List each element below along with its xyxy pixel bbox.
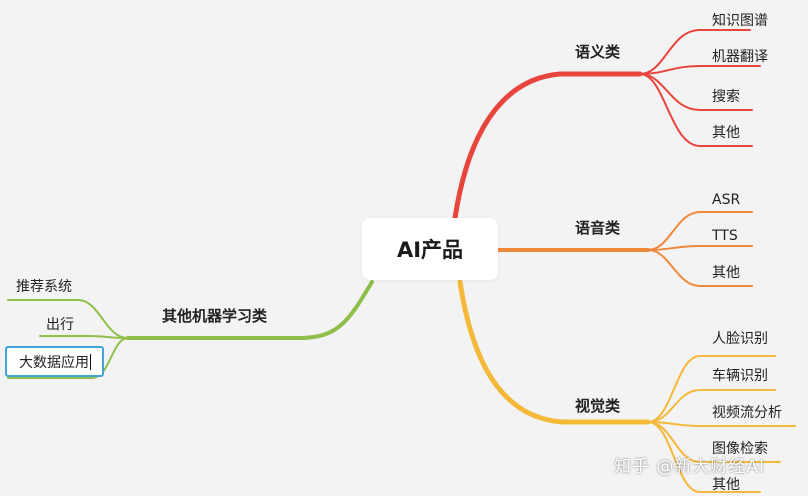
leaf-big-data-application-text: 大数据应用 (19, 354, 89, 371)
leaf-speech-other[interactable]: 其他 (712, 265, 740, 281)
branch-ml-main (126, 280, 374, 340)
leaf-video-stream-analysis[interactable]: 视频流分析 (712, 405, 782, 421)
branch-ml-label[interactable]: 其他机器学习类 (162, 307, 268, 325)
leaf-face-recognition[interactable]: 人脸识别 (712, 331, 768, 347)
leaf-asr[interactable]: ASR (712, 192, 741, 208)
branch-vision-connector-2 (647, 389, 776, 423)
branch-ml-connector-1 (7, 299, 129, 339)
branch-ml-connector-3 (7, 337, 129, 379)
leaf-big-data-application[interactable]: 大数据应用 (5, 346, 104, 377)
leaf-knowledge-graph[interactable]: 知识图谱 (712, 13, 768, 29)
branch-ml-connector-2 (39, 335, 129, 339)
leaf-search[interactable]: 搜索 (712, 89, 740, 105)
branch-speech-connector-3 (647, 249, 753, 287)
branch-semantic-connector-4 (639, 73, 753, 147)
branch-semantic-connector-2 (639, 65, 761, 75)
text-caret (90, 353, 91, 370)
center-node[interactable]: AI产品 (362, 218, 498, 280)
branch-speech-connector-1 (647, 211, 753, 251)
branch-semantic-connector-1 (639, 29, 751, 75)
branch-vision-connector-5 (647, 421, 761, 493)
leaf-image-retrieval[interactable]: 图像检索 (712, 441, 768, 457)
branch-vision-label[interactable]: 视觉类 (575, 397, 621, 415)
branch-vision-main (457, 279, 651, 425)
branch-semantic-connector-3 (639, 73, 753, 111)
leaf-vision-other[interactable]: 其他 (712, 477, 740, 493)
leaf-recommendation-system[interactable]: 推荐系统 (16, 279, 72, 295)
leaf-travel[interactable]: 出行 (46, 317, 74, 333)
leaf-machine-translation[interactable]: 机器翻译 (712, 49, 768, 65)
leaf-semantic-other[interactable]: 其他 (712, 125, 740, 141)
branch-semantic-label[interactable]: 语义类 (575, 43, 621, 61)
leaf-vehicle-recognition[interactable]: 车辆识别 (712, 368, 768, 384)
branch-vision-connector-3 (647, 421, 796, 427)
branch-semantic-main (452, 71, 643, 221)
center-node-label: AI产品 (396, 238, 464, 262)
branch-speech-connector-2 (647, 245, 753, 251)
watermark: 知乎 @新大财经AI (614, 457, 766, 477)
branch-vision-connector-1 (647, 355, 776, 423)
branch-speech-label[interactable]: 语音类 (575, 219, 621, 237)
leaf-tts[interactable]: TTS (712, 228, 738, 244)
